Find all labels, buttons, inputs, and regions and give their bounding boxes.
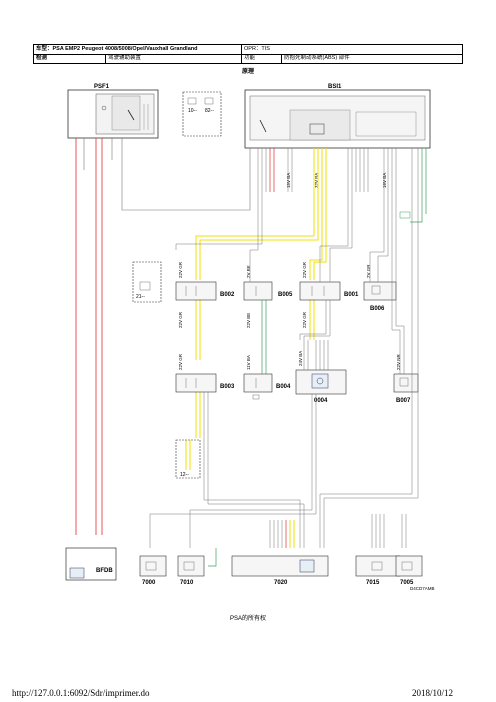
b004-label: B004 [276,384,291,390]
can-yellow-wires [185,148,327,548]
b001-conn-bottom: 22V GR [302,311,307,328]
b004-box: B004 11V BA [243,355,291,400]
c7005-label: 7005 [400,580,414,586]
vehicle-label: 车型：PSA EMP2 Peugeot 4008/5008/Opel/Vauxh… [34,45,242,54]
c7015-box: 7015 [355,555,401,586]
b006-conn-top: 2V GR [366,264,371,278]
b005-conn-top: 2V BE [246,265,251,278]
opr-label: OPR：TIS [244,46,270,52]
c7010-box: 7010 [177,555,205,586]
c82-label: 82-- [205,108,214,114]
c12-label: 12-- [180,472,189,478]
c7000-label: 7000 [142,580,156,586]
copyright-notice: PSA的所有权 [229,616,266,622]
b006-box: B006 2V GR [363,264,397,312]
b002-conn-bottom: 22V GR [178,311,183,328]
bsi1-label: BSI1 [328,84,342,90]
scheme-label: 检测 [34,54,106,63]
b001-box: B001 22V GR 22V GR [299,261,359,328]
bsi1-conn-16v-ba: 16V BA [382,173,387,188]
b001-label: B001 [344,292,359,298]
c7000-box: 7000 [139,555,167,586]
c21-label: 21-- [136,294,145,300]
c0004-green-wires [261,340,267,374]
bsi-lower-grey-wires [175,192,405,378]
footer-date: 2018/10/12 [412,688,454,698]
footer-url: http://127.0.0.1:6092/Sdr/imprimer.do [12,688,150,698]
b006-wires [369,192,389,282]
function-label: 功能 [242,54,282,63]
reference-code: D4CD7AMB [410,586,435,591]
bfdb-label: BFDB [96,568,113,574]
bsi1-wires-red [269,148,275,192]
c0004-wires [303,340,329,370]
b005-conn-bottom: 22V BE [246,313,251,328]
b007-label: B007 [396,398,411,404]
b007-box: B007 22V NR [393,353,419,404]
c0004-label: 0004 [314,398,328,404]
b003-box: B003 22V GR [175,353,235,393]
c7020-label: 7020 [274,580,288,586]
psf1-box: PSF1 [67,84,159,139]
c7020-box: 7020 [231,555,329,586]
header-table: 车型：PSA EMP2 Peugeot 4008/5008/Opel/Vauxh… [33,44,463,64]
b004-conn-top: 11V BA [246,355,251,370]
bsi1-wires-grey [257,148,419,210]
b005-box: B005 2V BE 22V BE [243,265,293,328]
b002-box: B002 22V GR 22V GR [175,261,235,328]
connector-21: 21-- [132,261,162,303]
b002-label: B002 [220,292,235,298]
bsi1-wires-green [410,148,427,223]
scheme-value: 驾驶辅助装置 [106,54,242,63]
b001-conn-top: 22V GR [302,261,307,278]
function-value: 防抱死制动系统(ABS) 部件 [284,55,350,61]
b003-label: B003 [220,384,235,390]
b005-green-wires [261,300,267,340]
connector-12: 12-- [175,439,201,479]
psf1-label: PSF1 [94,84,110,90]
psf1-red-wires [75,138,103,535]
c10-label: 10-- [188,108,197,114]
b006-label: B006 [370,306,385,312]
lower-green-wires [208,548,217,567]
bfdb-box: BFDB [65,547,117,581]
bsi1-conn-15v-ba: 15V BA [286,173,291,188]
b007-conn-top: 22V NR [396,353,401,370]
c0004-conn-top: 24V BA [298,351,303,366]
section-title: 原理 [241,69,254,75]
c0004-box: 0004 24V BA [295,351,347,404]
psf1-grey-wires [83,138,251,211]
connector-10-82: 10-- 82-- [182,91,222,137]
c7015-label: 7015 [366,580,380,586]
b005-label: B005 [278,292,293,298]
c7005-box: 7005 [395,555,423,586]
c7010-label: 7010 [180,580,194,586]
bsi1-conn-32v-ba: 32V BA [314,173,319,188]
bsi1-box: BSI1 [244,84,431,149]
lower-bus-wires [149,210,419,548]
b002-conn-top: 22V GR [178,261,183,278]
b003-conn-top: 22V GR [178,353,183,370]
